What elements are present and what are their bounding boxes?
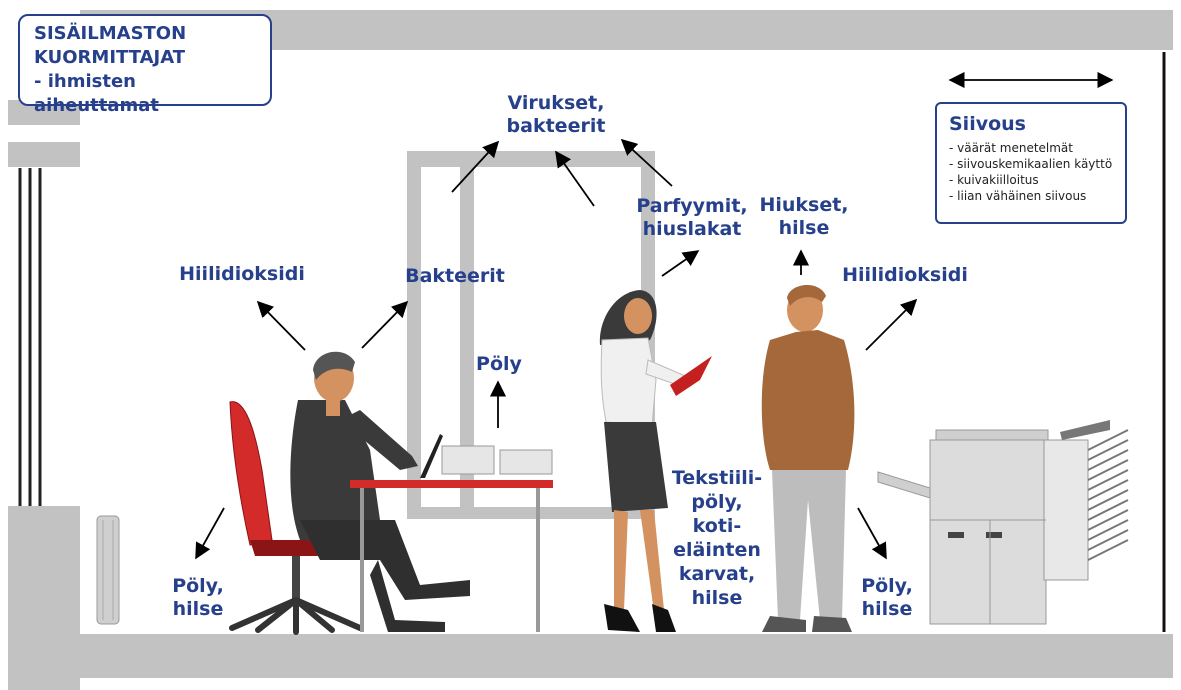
standing-woman-figure <box>599 290 712 632</box>
label-line: Pöly, <box>172 575 224 597</box>
label-line: hilse <box>691 587 743 609</box>
label-perfume: Parfyymit, hiuslakat <box>634 195 750 241</box>
arrow-icon <box>361 300 409 349</box>
arrow-icon <box>256 300 306 351</box>
arrow-icon <box>195 507 225 560</box>
title-line: KUORMITTAJAT <box>34 47 186 68</box>
label-line: pöly, <box>691 491 743 513</box>
photocopier <box>877 420 1129 625</box>
arrow-icon <box>555 150 595 207</box>
label-line: Tekstiili- <box>671 467 763 489</box>
arrow-icon <box>857 507 887 560</box>
label-co2-left: Hiilidioksidi <box>179 263 305 285</box>
siivous-item: - siivouskemikaalien käyttö <box>949 157 1113 171</box>
label-line: hilse <box>861 598 913 620</box>
left-wall-ledge <box>8 142 80 167</box>
desk <box>350 434 553 632</box>
siivous-heading: Siivous <box>949 113 1026 135</box>
siivous-item: - väärät menetelmät <box>949 141 1073 155</box>
siivous-list: - väärät menetelmät - siivouskemikaalien… <box>949 140 1113 204</box>
radiator <box>96 515 120 625</box>
label-co2-right: Hiilidioksidi <box>842 264 968 286</box>
label-line: bakteerit <box>506 115 606 137</box>
subtitle-line: - ihmisten aiheuttamat <box>34 71 160 116</box>
label-viruses: Virukset, bakteerit <box>500 92 612 138</box>
standing-man-figure <box>761 284 855 632</box>
label-line: koti- <box>692 515 742 537</box>
arrows <box>195 71 1114 560</box>
label-dust-desk: Pöly <box>476 353 522 375</box>
label-line: hilse <box>172 598 224 620</box>
label-line: Hiukset, <box>759 194 849 216</box>
label-line: Pöly, <box>861 575 913 597</box>
title-box: SISÄILMASTON KUORMITTAJAT - ihmisten aih… <box>18 14 272 116</box>
label-line: Parfyymit, <box>636 195 748 217</box>
room-structure <box>8 10 1173 690</box>
label-line: karvat, <box>678 563 756 585</box>
seated-man-figure <box>290 351 470 632</box>
floor-slab <box>80 634 1173 678</box>
label-dust-right: Pöly, hilse <box>855 575 919 621</box>
label-dust-left: Pöly, hilse <box>166 575 230 621</box>
label-line: Virukset, <box>507 92 605 114</box>
siivous-item: - liian vähäinen siivous <box>949 189 1087 203</box>
arrow-icon <box>620 138 673 187</box>
left-wall-bottom <box>8 506 80 690</box>
label-line: hilse <box>778 217 830 239</box>
siivous-item: - kuivakiilloitus <box>949 173 1039 187</box>
label-line: hiuslakat <box>642 218 742 240</box>
label-bacteria: Bakteerit <box>405 265 505 287</box>
arrow-icon <box>865 298 918 351</box>
label-hair: Hiukset, hilse <box>756 194 852 240</box>
label-textile: Tekstiili- pöly, koti- eläinten karvat, … <box>664 466 770 610</box>
label-line: eläinten <box>673 539 761 561</box>
arrow-icon <box>661 250 700 277</box>
title-line: SISÄILMASTON <box>34 23 187 44</box>
arrow-icon <box>451 140 500 193</box>
siivous-box: Siivous - väärät menetelmät - siivouskem… <box>935 102 1127 224</box>
